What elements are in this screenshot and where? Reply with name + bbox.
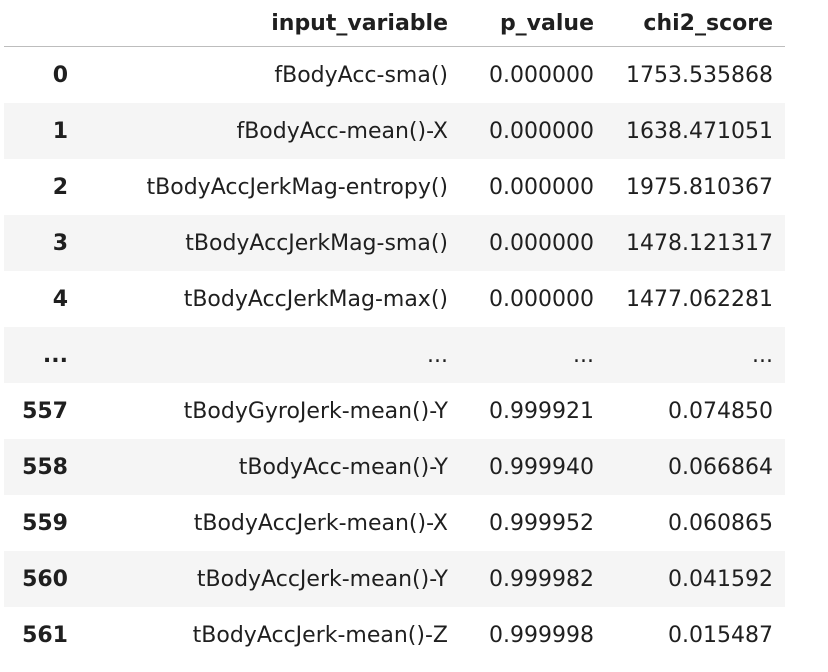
cell-input-variable: fBodyAcc-sma() [274, 62, 448, 88]
row-index: 558 [22, 454, 68, 480]
cell-input-variable: tBodyAccJerk-mean()-Y [196, 566, 448, 592]
table-row: 4 tBodyAccJerkMag-max() 0.000000 1477.06… [4, 271, 785, 327]
row-index: 2 [52, 174, 68, 200]
cell-chi2-score: ... [752, 342, 773, 368]
table-row: 557 tBodyGyroJerk-mean()-Y 0.999921 0.07… [4, 383, 785, 439]
row-index: 3 [52, 230, 68, 256]
table-row: 560 tBodyAccJerk-mean()-Y 0.999982 0.041… [4, 551, 785, 607]
row-index: 561 [22, 622, 68, 648]
cell-input-variable: tBodyAccJerkMag-entropy() [146, 174, 448, 200]
cell-chi2-score: 1477.062281 [626, 286, 773, 312]
cell-chi2-score: 0.066864 [668, 454, 773, 480]
table-header: input_variable p_value chi2_score [4, 0, 785, 47]
table-body: 0 fBodyAcc-sma() 0.000000 1753.535868 1 … [4, 46, 785, 663]
table-row: 559 tBodyAccJerk-mean()-X 0.999952 0.060… [4, 495, 785, 551]
table-row: 2 tBodyAccJerkMag-entropy() 0.000000 197… [4, 159, 785, 215]
cell-input-variable: tBodyAcc-mean()-Y [238, 454, 448, 480]
cell-p-value: ... [573, 342, 594, 368]
cell-input-variable: ... [427, 342, 448, 368]
table-row: 1 fBodyAcc-mean()-X 0.000000 1638.471051 [4, 103, 785, 159]
cell-p-value: 0.999998 [489, 622, 594, 648]
row-index: 4 [52, 286, 68, 312]
cell-p-value: 0.000000 [489, 230, 594, 256]
cell-chi2-score: 0.060865 [668, 510, 773, 536]
cell-chi2-score: 0.015487 [668, 622, 773, 648]
header-row: input_variable p_value chi2_score [4, 0, 785, 47]
cell-p-value: 0.999982 [489, 566, 594, 592]
cell-p-value: 0.999921 [489, 398, 594, 424]
cell-input-variable: tBodyAccJerk-mean()-X [193, 510, 448, 536]
row-index: 559 [22, 510, 68, 536]
cell-chi2-score: 0.074850 [668, 398, 773, 424]
table-row: 558 tBodyAcc-mean()-Y 0.999940 0.066864 [4, 439, 785, 495]
cell-chi2-score: 1638.471051 [626, 118, 773, 144]
row-index: 0 [52, 62, 68, 88]
cell-chi2-score: 1478.121317 [626, 230, 773, 256]
table-row: 3 tBodyAccJerkMag-sma() 0.000000 1478.12… [4, 215, 785, 271]
table-row: 561 tBodyAccJerk-mean()-Z 0.999998 0.015… [4, 607, 785, 663]
row-index: 557 [22, 398, 68, 424]
cell-input-variable: tBodyAccJerkMag-max() [183, 286, 448, 312]
cell-input-variable: tBodyAccJerkMag-sma() [185, 230, 448, 256]
row-index: 1 [52, 118, 68, 144]
table-row-ellipsis: ... ... ... ... [4, 327, 785, 383]
column-header-p-value: p_value [460, 0, 606, 47]
cell-p-value: 0.999952 [489, 510, 594, 536]
column-header-chi2-score: chi2_score [606, 0, 785, 47]
cell-p-value: 0.000000 [489, 174, 594, 200]
cell-input-variable: tBodyAccJerk-mean()-Z [192, 622, 448, 648]
cell-chi2-score: 1975.810367 [626, 174, 773, 200]
cell-input-variable: fBodyAcc-mean()-X [236, 118, 448, 144]
cell-p-value: 0.000000 [489, 118, 594, 144]
cell-input-variable: tBodyGyroJerk-mean()-Y [183, 398, 448, 424]
cell-chi2-score: 0.041592 [668, 566, 773, 592]
cell-chi2-score: 1753.535868 [626, 62, 773, 88]
row-index: ... [42, 342, 68, 368]
column-header-input-variable: input_variable [80, 0, 460, 47]
cell-p-value: 0.000000 [489, 62, 594, 88]
table-row: 0 fBodyAcc-sma() 0.000000 1753.535868 [4, 46, 785, 103]
index-header [4, 0, 80, 47]
row-index: 560 [22, 566, 68, 592]
cell-p-value: 0.000000 [489, 286, 594, 312]
dataframe-table: input_variable p_value chi2_score 0 fBod… [4, 0, 785, 663]
cell-p-value: 0.999940 [489, 454, 594, 480]
